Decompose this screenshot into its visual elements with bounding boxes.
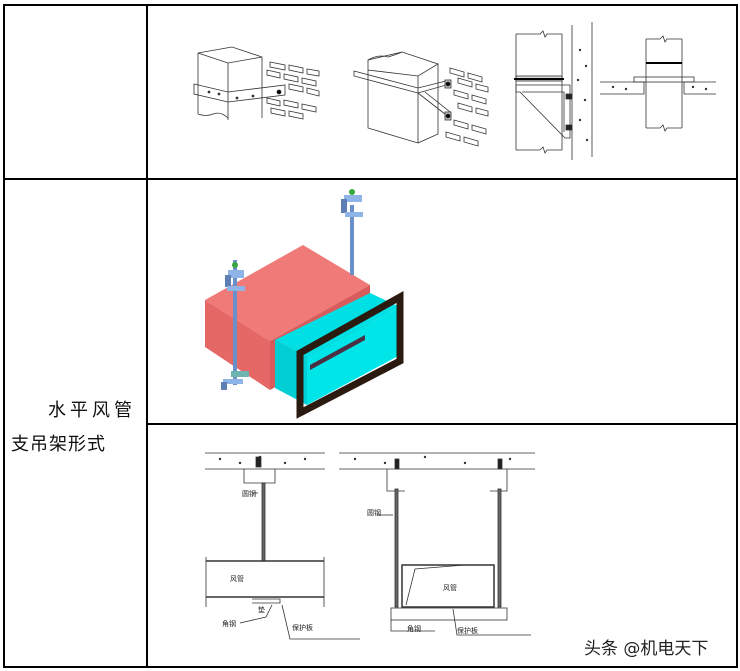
row-divider-1	[3, 178, 738, 180]
rod-label-2: 圆钢	[367, 508, 381, 517]
row-label-line1: 水平风管	[48, 400, 136, 421]
horizontal-duct-3d-hanger	[205, 189, 404, 419]
duct-bracket-on-brick-wall	[353, 51, 489, 147]
row-divider-2	[146, 423, 738, 425]
plate-label: 保护板	[292, 623, 313, 632]
pad-label: 垫	[258, 605, 265, 614]
support-table	[3, 4, 738, 668]
duct-triangular-bracket-section	[514, 22, 593, 160]
angle-label: 角钢	[222, 619, 236, 628]
duct-clamp-on-brick-wall	[193, 46, 320, 120]
double-rod-hanger-section: 圆钢 风管 角钢 保护板	[339, 452, 535, 636]
row-label-line2: 支吊架形式	[11, 434, 106, 455]
plate-label-2: 保护板	[457, 626, 478, 635]
column-divider	[146, 4, 148, 668]
rod-label: 圆钢	[242, 489, 256, 498]
angle-label-2: 角钢	[407, 624, 421, 633]
duct-label: 风管	[230, 574, 244, 583]
watermark: 头条 @机电天下	[584, 639, 709, 659]
duct-label-2: 风管	[443, 583, 457, 592]
single-rod-hanger-section: 圆钢 风管 垫 角钢 保护板	[205, 452, 360, 640]
duct-through-floor-section	[600, 35, 716, 132]
